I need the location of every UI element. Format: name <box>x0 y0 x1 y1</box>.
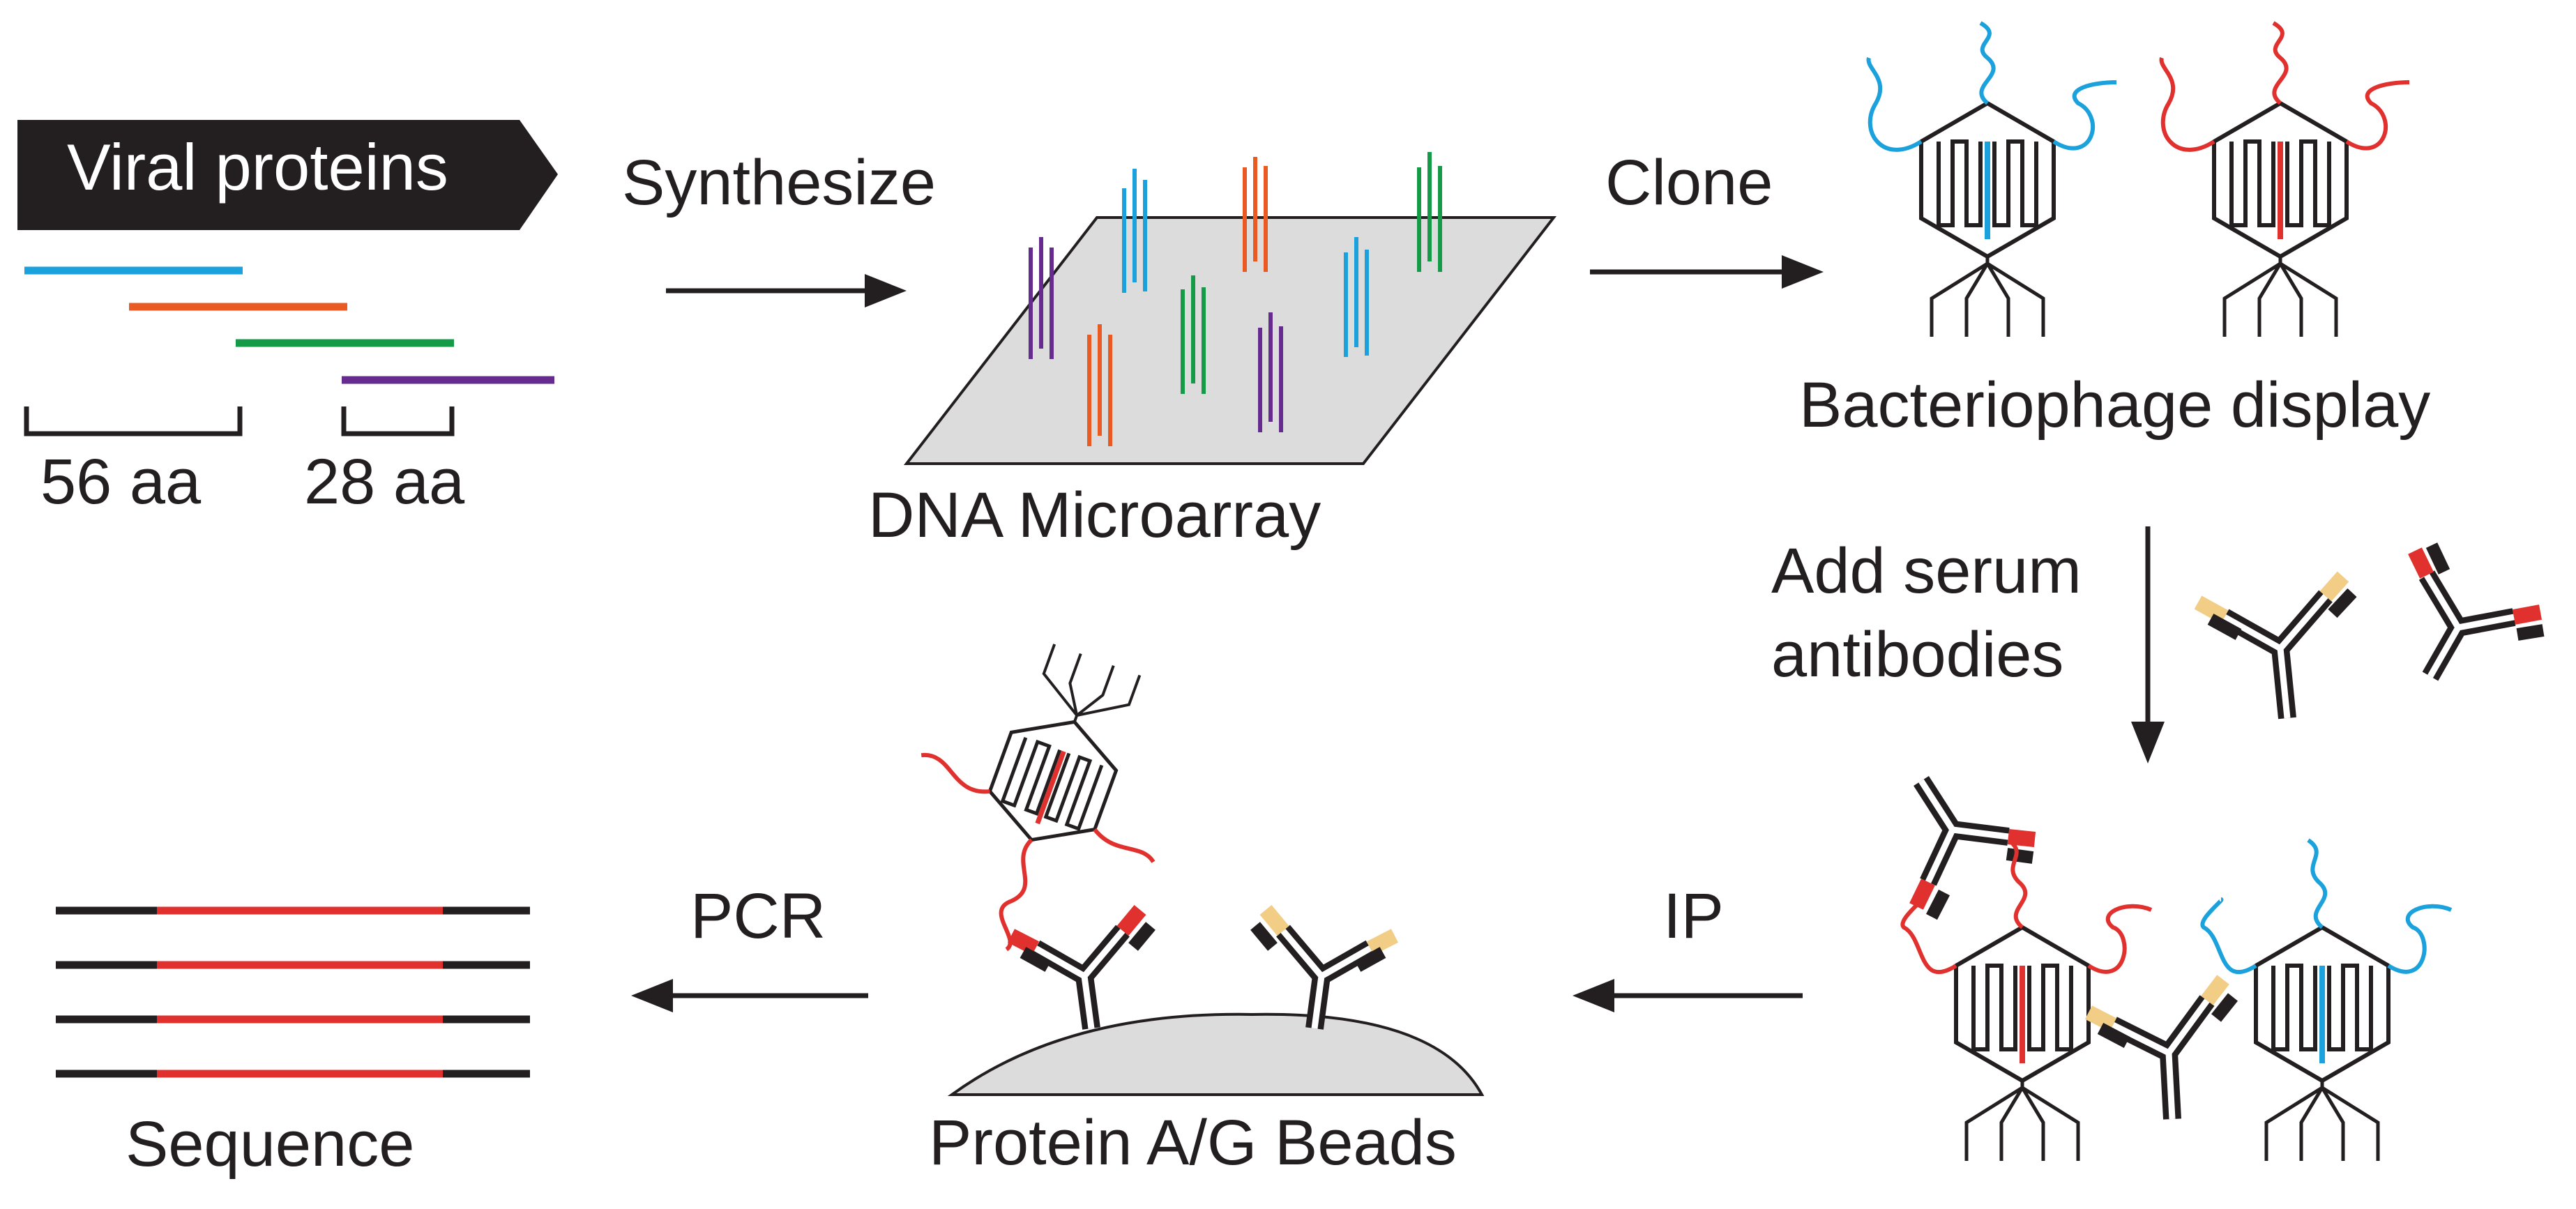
phage-blue-unbound <box>2200 838 2453 1161</box>
probe-purple-2 <box>1258 312 1283 432</box>
phage-red-captured <box>1900 838 2153 1161</box>
viral-proteins-label: Viral proteins <box>67 130 448 204</box>
antibody-tan-1 <box>2194 571 2357 720</box>
bacteriophage-display-label: Bacteriophage display <box>1799 370 2430 441</box>
antibody-tan-2 <box>2084 975 2238 1120</box>
antibody-red-1 <box>2408 542 2545 681</box>
synthesize-label: Synthesize <box>622 147 936 218</box>
probe-blue-1 <box>1122 169 1147 293</box>
probe-green-2 <box>1181 275 1206 394</box>
phage-red <box>2159 21 2410 337</box>
antibody-tan-on-bead <box>1250 904 1399 1030</box>
microarray-slide <box>903 216 1557 465</box>
antibody-red-bound <box>1909 775 2036 920</box>
probe-green-1 <box>1417 152 1442 272</box>
add-serum-label-line1: Add serum <box>1771 535 2082 607</box>
antibody-red-on-bead <box>1007 904 1156 1030</box>
length-brackets <box>24 406 455 436</box>
probe-blue-2 <box>1344 237 1369 357</box>
ip-arrowhead <box>1573 979 1614 1012</box>
protein-ag-bead <box>947 1012 1485 1096</box>
synthesize-arrowhead <box>865 274 907 307</box>
phage-red-on-bead <box>920 644 1156 952</box>
dna-microarray-label: DNA Microarray <box>868 480 1321 551</box>
add-serum-label-line2: antibodies <box>1771 619 2063 690</box>
protein-ag-beads-label: Protein A/G Beads <box>929 1107 1457 1178</box>
ip-label: IP <box>1663 881 1724 952</box>
bracket-56aa <box>24 406 243 436</box>
probe-orange-1 <box>1243 157 1268 272</box>
label-56aa: 56 aa <box>40 446 202 517</box>
bracket-28aa <box>341 406 455 436</box>
clone-label: Clone <box>1605 147 1773 218</box>
sequence-reads <box>56 906 530 1078</box>
pcr-arrowhead <box>631 979 673 1012</box>
probe-purple-1 <box>1029 237 1054 359</box>
probe-orange-2 <box>1087 324 1112 446</box>
viral-proteins-tag: Viral proteins <box>17 120 558 230</box>
sequence-label: Sequence <box>126 1109 414 1180</box>
pcr-label: PCR <box>690 881 826 952</box>
dna-microarray <box>903 152 1557 465</box>
label-28aa: 28 aa <box>304 446 465 517</box>
clone-arrowhead <box>1782 255 1824 289</box>
overlapping-peptides <box>24 266 554 384</box>
add-serum-arrowhead <box>2131 722 2165 763</box>
phage-blue <box>1866 21 2117 337</box>
